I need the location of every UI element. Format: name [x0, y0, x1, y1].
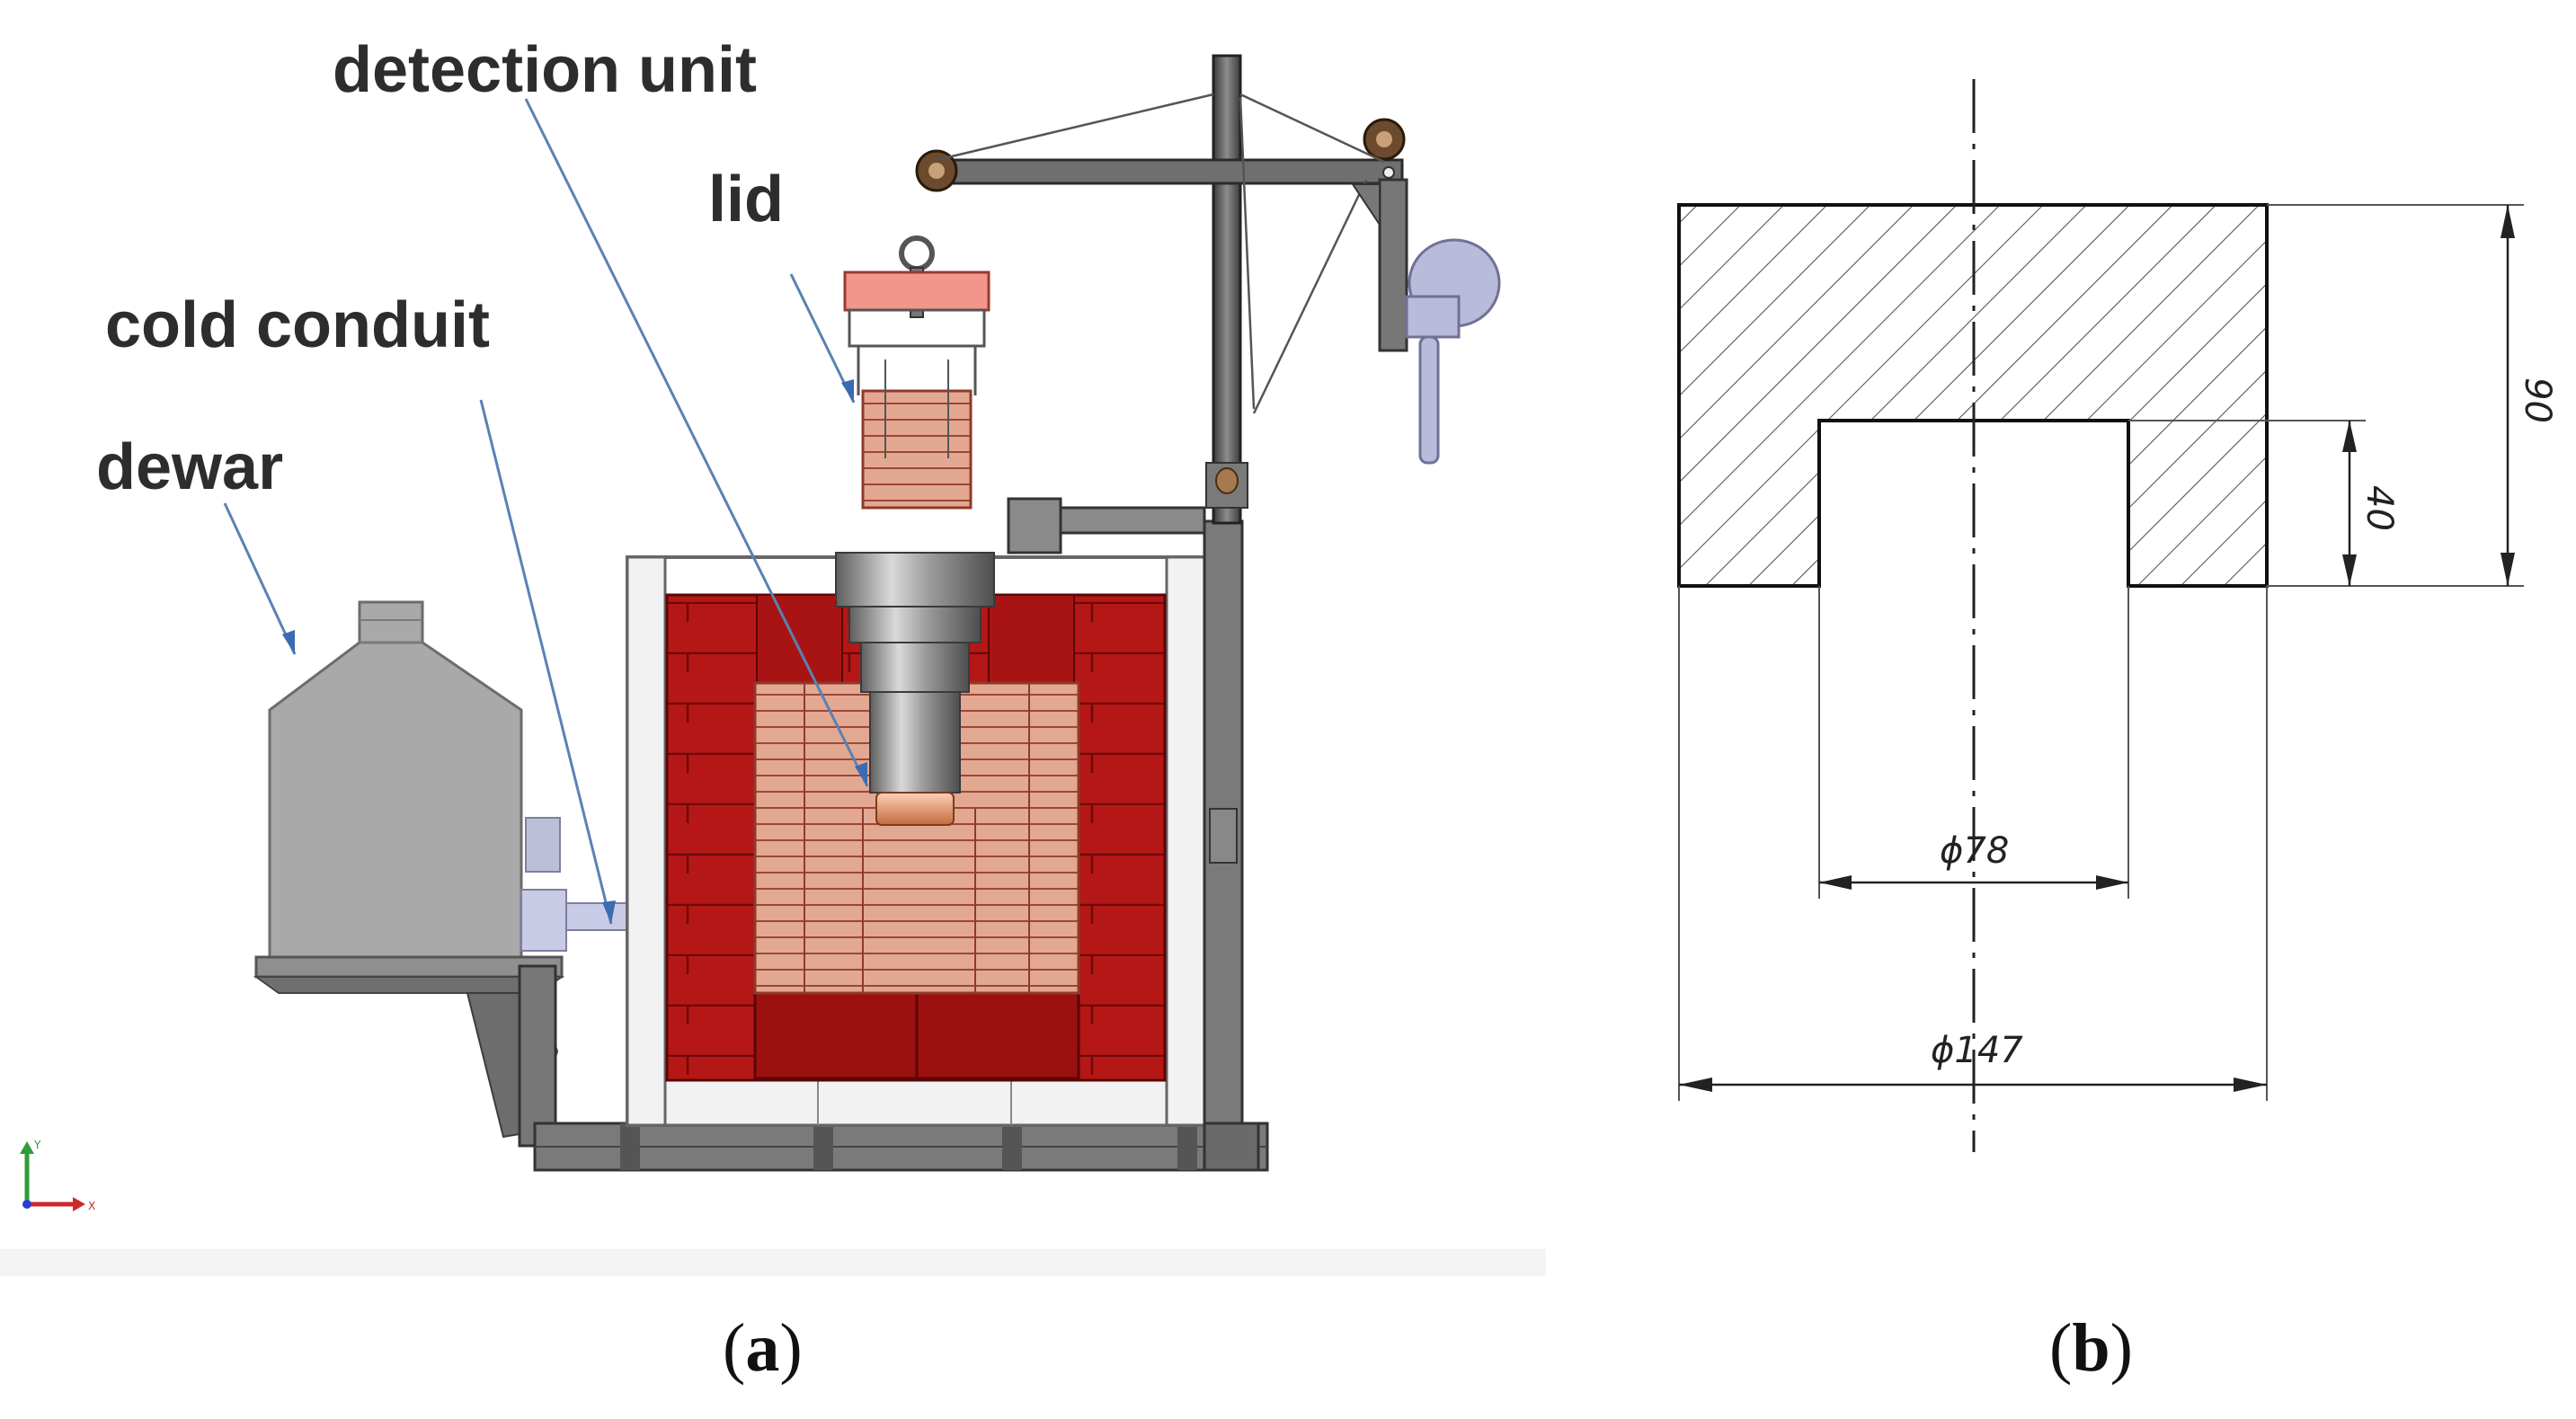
shield-assembly — [626, 552, 1206, 1127]
caption-b-close: ) — [2110, 1310, 2133, 1386]
label-detection-unit: detection unit — [333, 34, 757, 106]
dim-height-total: 90 — [2517, 377, 2558, 423]
panel-a-apparatus: Y X — [0, 54, 1546, 1276]
coordinate-triad: Y X — [20, 1139, 95, 1212]
base-frame — [533, 1122, 1269, 1172]
caption-b-letter: b — [2072, 1310, 2110, 1386]
caption-b: (b) — [2049, 1314, 2133, 1382]
lid-assembly — [843, 235, 990, 510]
caption-a-letter: a — [745, 1310, 780, 1386]
label-dewar: dewar — [96, 431, 284, 503]
caption-a-close: ) — [779, 1310, 803, 1386]
caption-a: (a) — [723, 1314, 803, 1382]
dim-diameter-cavity: ϕ78 — [1940, 830, 2009, 872]
triad-y-label: Y — [33, 1139, 41, 1151]
panel-b-drawing: ϕ147 ϕ78 90 40 — [1677, 79, 2558, 1152]
dim-height-cavity: 40 — [2358, 485, 2400, 531]
lid-crane — [915, 54, 1501, 1172]
panel-a-floor-shadow — [0, 1249, 1546, 1276]
dewar-vessel — [253, 600, 565, 1148]
caption-a-open: ( — [723, 1310, 746, 1386]
caption-b-open: ( — [2049, 1310, 2073, 1386]
dim-diameter-outer: ϕ147 — [1931, 1030, 2023, 1071]
label-lid: lid — [708, 164, 784, 235]
leader-lines — [223, 98, 869, 925]
label-cold-conduit: cold conduit — [105, 289, 490, 361]
triad-x-label: X — [88, 1200, 95, 1212]
